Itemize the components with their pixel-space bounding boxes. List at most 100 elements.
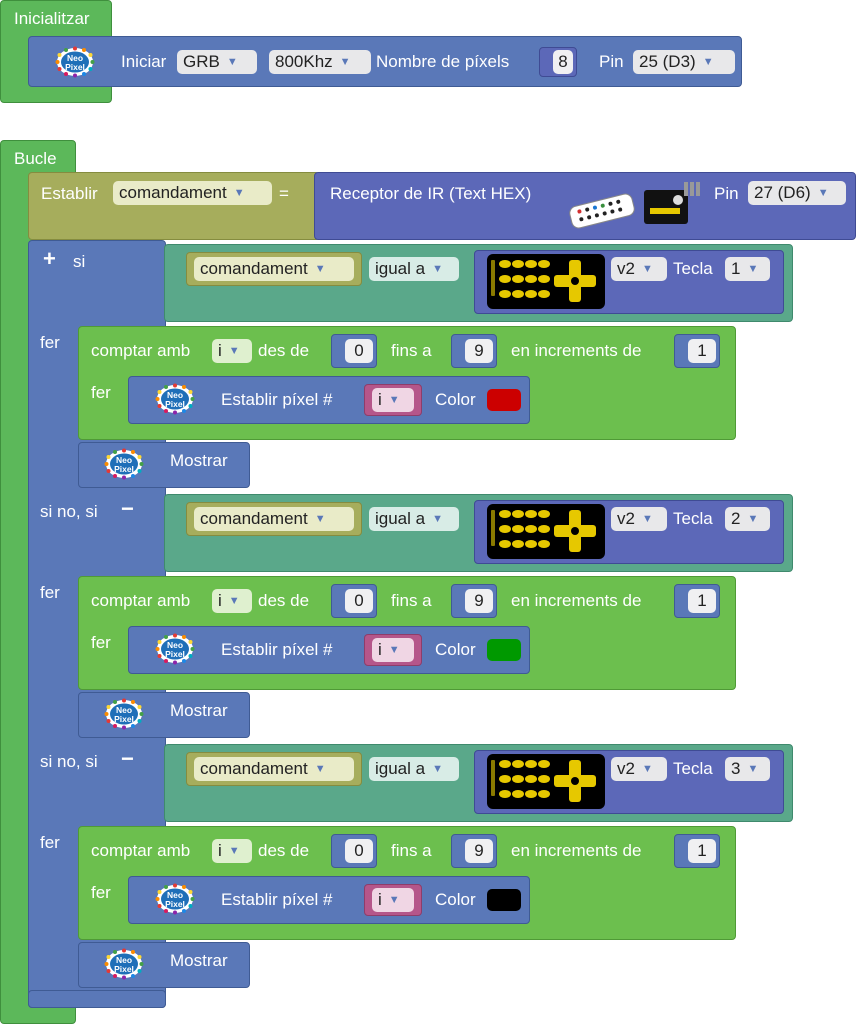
neopixel-init-block[interactable]: Iniciar GRB▼ 800Khz▼ Nombre de píxels 8 …	[28, 36, 742, 87]
for-do-label: fer	[91, 883, 111, 902]
step-input-2[interactable]: 1	[688, 589, 716, 613]
variable-value: comandament	[119, 183, 227, 202]
color-label: Color	[435, 640, 476, 659]
dropdown-arrow-icon: ▼	[747, 513, 759, 525]
dropdown-arrow-icon: ▼	[747, 763, 759, 775]
to-input-2[interactable]: 9	[465, 589, 493, 613]
compare-op-dropdown-1[interactable]: igual a ▼	[369, 257, 459, 281]
show-label: Mostrar	[170, 451, 228, 470]
variable-dropdown-1[interactable]: comandament▼	[194, 257, 354, 281]
remote-version-value: v2	[617, 759, 635, 778]
dropdown-arrow-icon: ▼	[432, 763, 443, 775]
count-var-dropdown-1[interactable]: i▼	[212, 339, 252, 363]
dropdown-arrow-icon: ▼	[817, 187, 829, 199]
dropdown-arrow-icon: ▼	[432, 263, 443, 275]
loop-hat-label: Bucle	[14, 149, 57, 168]
dropdown-arrow-icon: ▼	[641, 763, 653, 775]
key-value: 2	[731, 509, 741, 528]
pixel-var-value: i	[378, 640, 382, 659]
dropdown-arrow-icon: ▼	[388, 644, 400, 656]
from-input-3[interactable]: 0	[345, 839, 373, 863]
set-variable-dropdown[interactable]: comandament ▼	[113, 181, 272, 205]
from-input-2[interactable]: 0	[345, 589, 373, 613]
variable-value: comandament	[200, 759, 308, 778]
color-swatch-2[interactable]	[487, 639, 521, 661]
to-label: fins a	[391, 841, 432, 860]
color-order-dropdown[interactable]: GRB▼	[177, 50, 257, 74]
step-input-3[interactable]: 1	[688, 839, 716, 863]
if-label: si	[73, 252, 86, 271]
remote-version-dropdown-2[interactable]: v2▼	[611, 507, 667, 531]
variable-value: comandament	[200, 509, 308, 528]
dropdown-arrow-icon: ▼	[226, 56, 238, 68]
to-input-3[interactable]: 9	[465, 839, 493, 863]
ir-pin-value: 27 (D6)	[754, 183, 811, 202]
compare-op-value: igual a	[375, 259, 426, 278]
dropdown-arrow-icon: ▼	[388, 394, 400, 406]
dropdown-arrow-icon: ▼	[432, 513, 443, 525]
color-label: Color	[435, 890, 476, 909]
set-pixel-block-3[interactable]	[128, 876, 530, 924]
do-label: fer	[40, 583, 60, 602]
set-label: Establir	[41, 184, 98, 203]
pixel-var-dropdown-1[interactable]: i▼	[372, 388, 414, 412]
dropdown-arrow-icon: ▼	[747, 263, 759, 275]
count-var-value: i	[218, 591, 222, 610]
count-var-value: i	[218, 341, 222, 360]
count-var-value: i	[218, 841, 222, 860]
key-dropdown-1[interactable]: 1▼	[725, 257, 770, 281]
for-do-label: fer	[91, 383, 111, 402]
remote-version-dropdown-3[interactable]: v2 ▼	[611, 757, 667, 781]
color-label: Color	[435, 390, 476, 409]
frequency-value: 800Khz	[275, 52, 333, 71]
else-if-label: si no, si	[40, 752, 98, 771]
from-input-1[interactable]: 0	[345, 339, 373, 363]
dropdown-arrow-icon: ▼	[314, 763, 326, 775]
else-if-remove-icon[interactable]: −	[121, 746, 134, 771]
dropdown-arrow-icon: ▼	[314, 513, 326, 525]
compare-op-dropdown-3[interactable]: igual a ▼	[369, 757, 459, 781]
variable-value: comandament	[200, 259, 308, 278]
count-label: comptar amb	[91, 341, 191, 360]
key-dropdown-2[interactable]: 2▼	[725, 507, 770, 531]
set-pixel-block-1[interactable]	[128, 376, 530, 424]
frequency-dropdown[interactable]: 800Khz ▼	[269, 50, 371, 74]
variable-dropdown-2[interactable]: comandament ▼	[194, 507, 354, 531]
dropdown-arrow-icon: ▼	[339, 56, 351, 68]
else-if-remove-icon[interactable]: −	[121, 496, 134, 521]
neopixel-logo-icon	[104, 698, 144, 730]
if-else-bottom	[28, 990, 166, 1008]
neopixel-logo-icon	[104, 948, 144, 980]
ir-pin-dropdown[interactable]: 27 (D6) ▼	[748, 181, 846, 205]
color-swatch-1[interactable]	[487, 389, 521, 411]
remote-version-dropdown-1[interactable]: v2▼	[611, 257, 667, 281]
variable-dropdown-3[interactable]: comandament ▼	[194, 757, 354, 781]
count-label: comptar amb	[91, 591, 191, 610]
key-value: 1	[731, 259, 741, 278]
key-dropdown-3[interactable]: 3▼	[725, 757, 770, 781]
to-input-1[interactable]: 9	[465, 339, 493, 363]
if-plus-icon[interactable]: +	[43, 246, 56, 271]
pixel-var-dropdown-3[interactable]: i▼	[372, 888, 414, 912]
count-var-dropdown-3[interactable]: i▼	[212, 839, 252, 863]
dropdown-arrow-icon: ▼	[233, 187, 245, 199]
ir-remote-icon	[487, 254, 605, 309]
pin-label: Pin	[599, 52, 624, 71]
step-input-1[interactable]: 1	[688, 339, 716, 363]
pin-dropdown[interactable]: 25 (D3)▼	[633, 50, 735, 74]
color-swatch-3[interactable]	[487, 889, 521, 911]
dropdown-arrow-icon: ▼	[388, 894, 400, 906]
compare-op-value: igual a	[375, 509, 426, 528]
pixel-count-input[interactable]: 8	[553, 50, 573, 74]
pixel-var-value: i	[378, 390, 382, 409]
set-pixel-label: Establir píxel #	[221, 390, 333, 409]
dropdown-arrow-icon: ▼	[228, 595, 240, 607]
key-label: Tecla	[673, 509, 713, 528]
count-var-dropdown-2[interactable]: i▼	[212, 589, 252, 613]
set-pixel-block-2[interactable]	[128, 626, 530, 674]
compare-op-value: igual a	[375, 759, 426, 778]
remote-version-value: v2	[617, 509, 635, 528]
remote-version-value: v2	[617, 259, 635, 278]
pixel-var-dropdown-2[interactable]: i▼	[372, 638, 414, 662]
compare-op-dropdown-2[interactable]: igual a ▼	[369, 507, 459, 531]
